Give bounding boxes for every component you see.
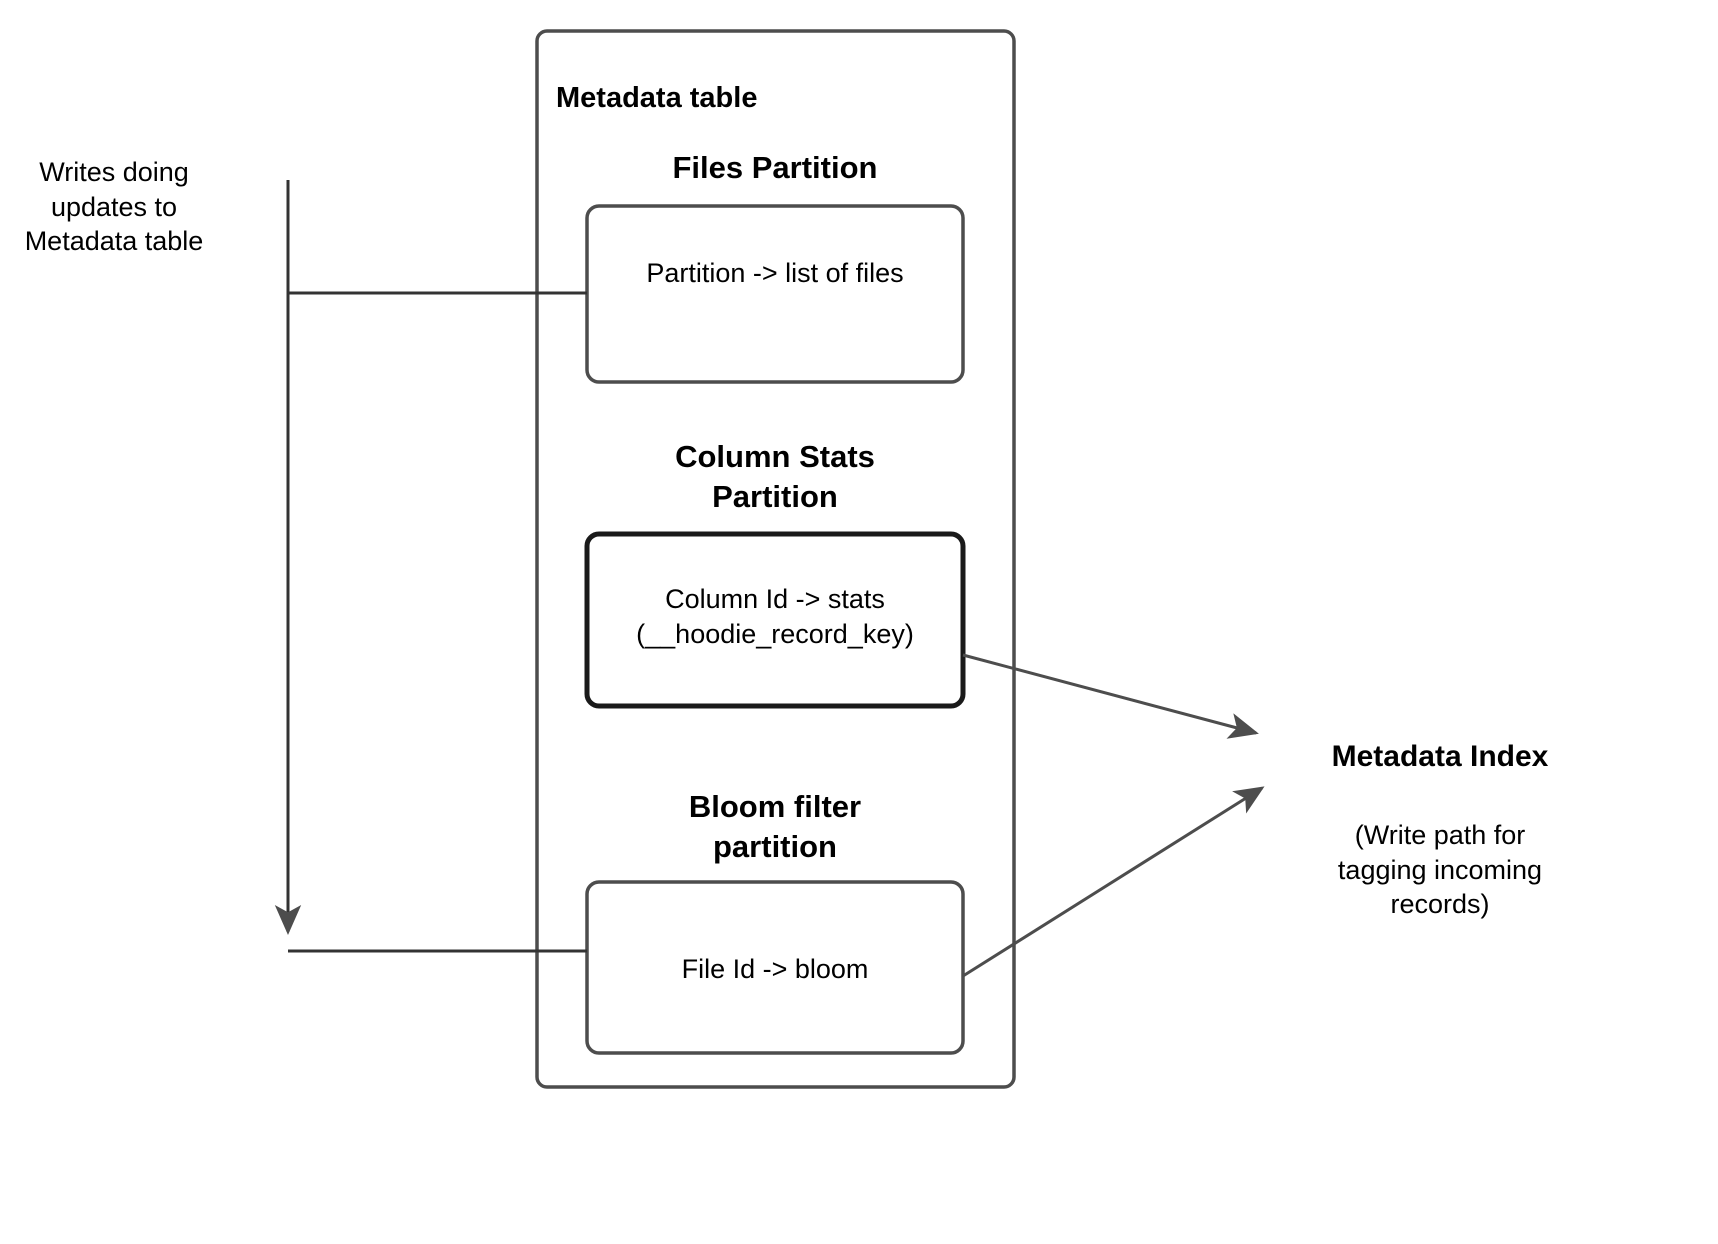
files-partition-box-text: Partition -> list of files [646, 258, 904, 288]
bloom-filter-partition-box-text: File Id -> bloom [681, 954, 869, 984]
metadata-table-title: Metadata table [556, 82, 758, 114]
files-partition-box [585, 204, 965, 384]
metadata-table-outer-box [535, 29, 1016, 1089]
writes-doing-updates-caption: Writes doing updates to Metadata table [24, 157, 204, 257]
arrow-colstats-to-metadata-index [962, 653, 1259, 739]
bloom-filter-partition-heading: Bloom filter partition [688, 789, 862, 864]
files-partition-heading: Files Partition [672, 150, 878, 185]
column-stats-partition-heading: Column Stats Partition [675, 439, 875, 514]
metadata-index-description: (Write path for tagging incoming records… [1337, 820, 1543, 920]
arrow-bloom-to-metadata-index [962, 786, 1265, 978]
metadata-index-title: Metadata Index [1331, 740, 1549, 773]
column-stats-partition-box-text: Column Id -> stats (__hoodie_record_key) [636, 584, 914, 649]
